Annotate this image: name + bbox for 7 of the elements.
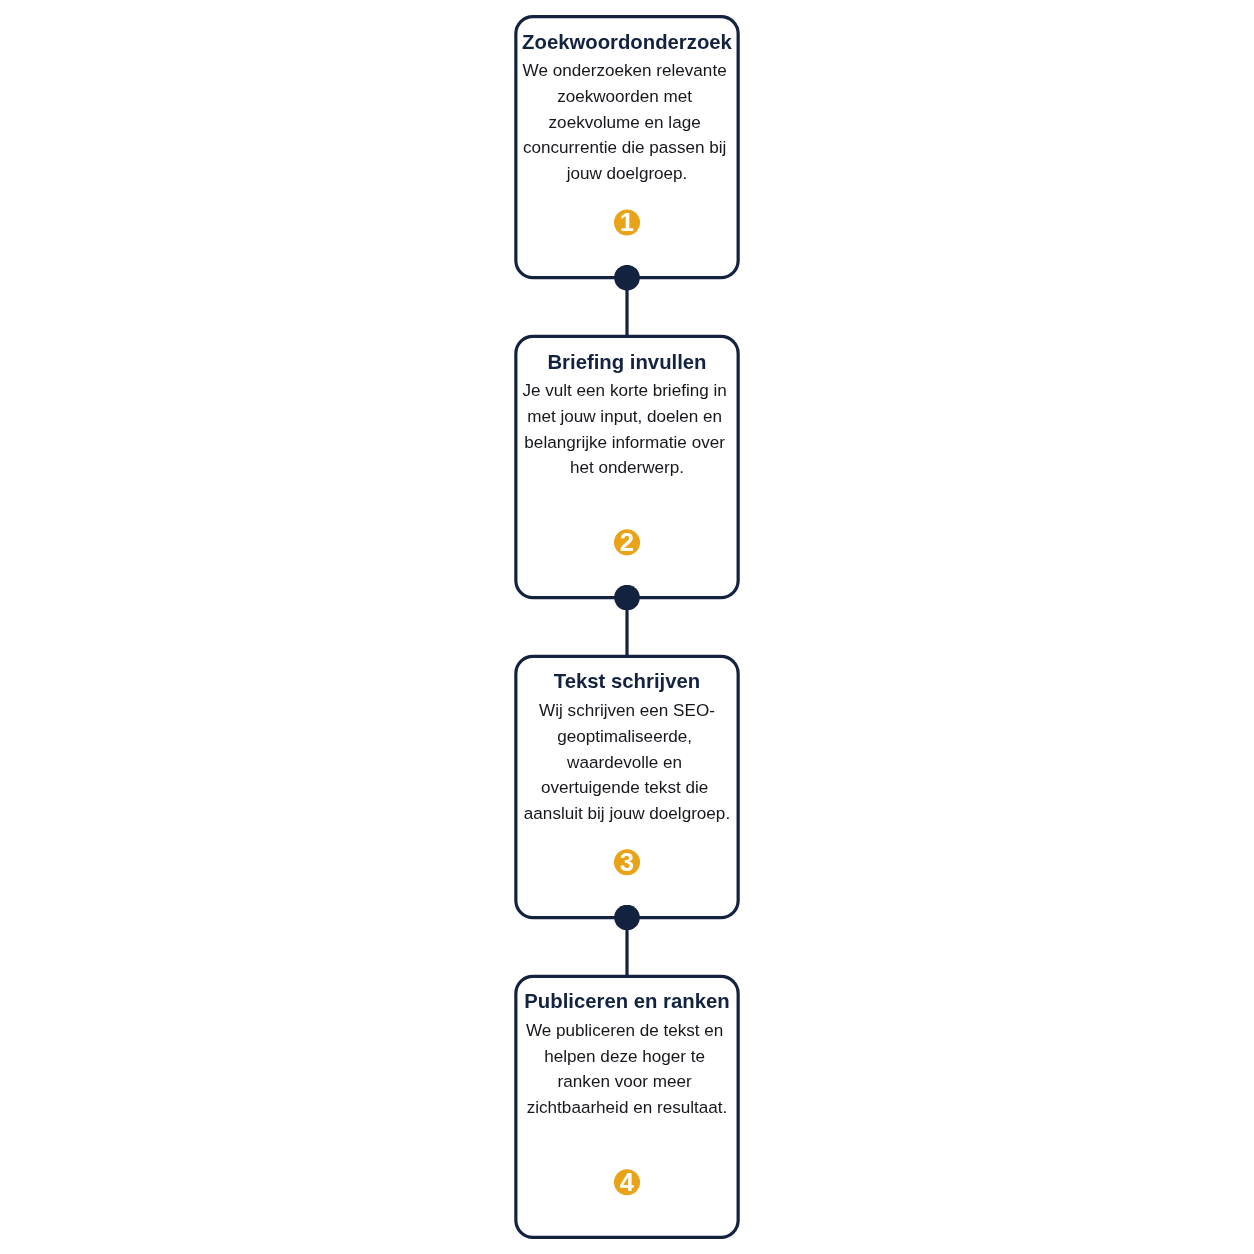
node-circle: 1 — [614, 209, 640, 236]
connector — [614, 264, 640, 337]
node-circle: 2 — [614, 529, 640, 556]
connector — [614, 904, 640, 977]
node-circle: 4 — [614, 1169, 640, 1196]
node-circle: 3 — [614, 849, 640, 876]
connector — [614, 584, 640, 657]
